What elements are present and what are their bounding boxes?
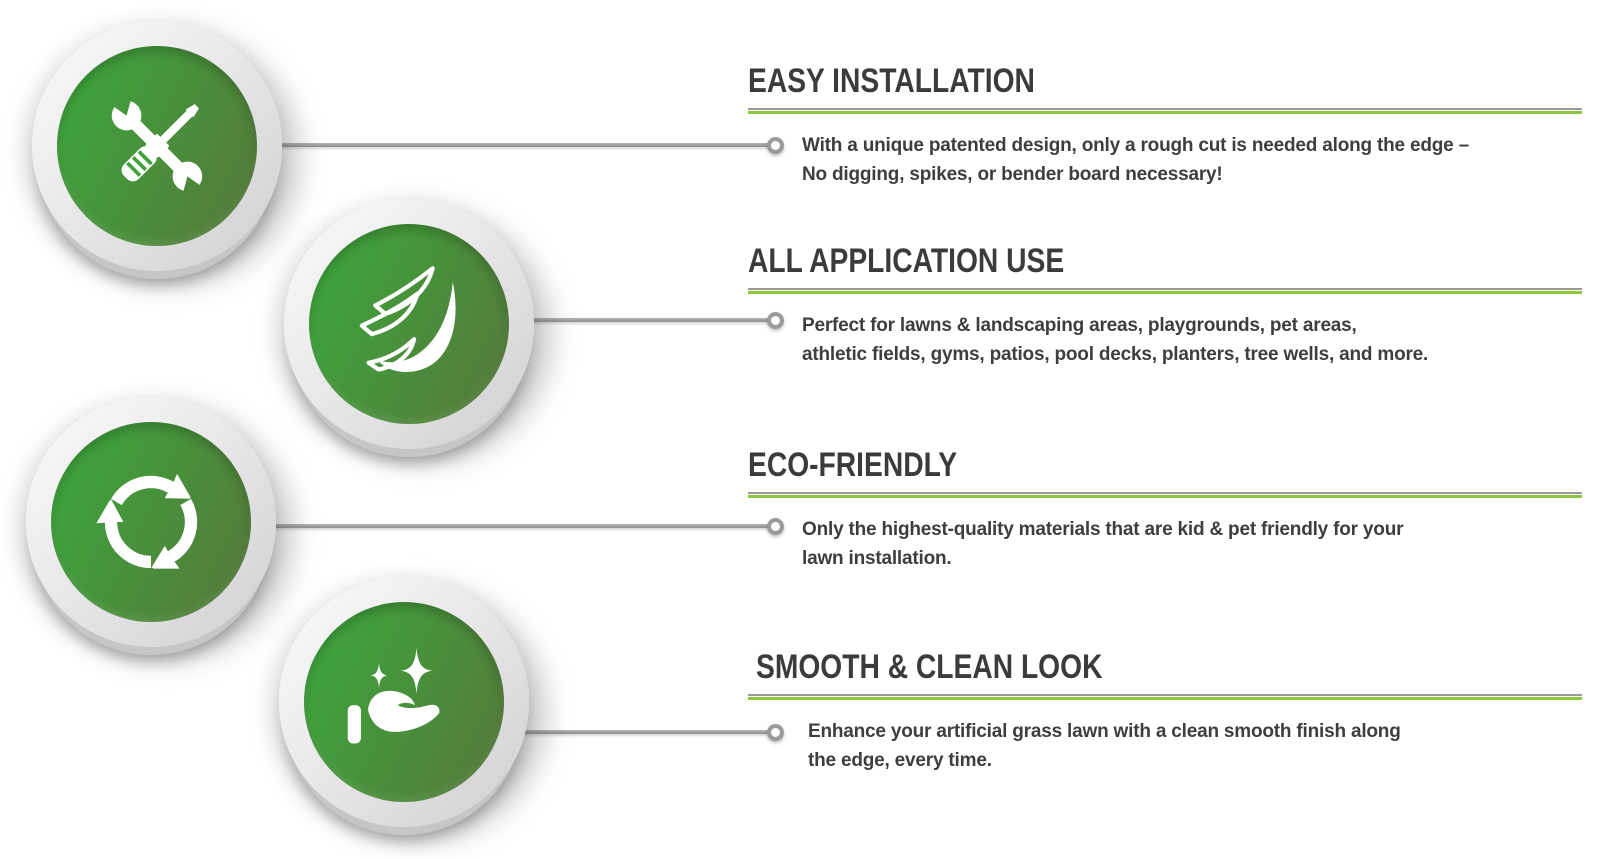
feature-section-easy-installation: EASY INSTALLATION With a unique patented… (748, 64, 1582, 189)
badge-disc (51, 422, 251, 622)
connector-line-easy-installation (260, 143, 772, 147)
divider-gray-line (748, 288, 1582, 290)
section-body: Enhance your artificial grass lawn with … (808, 717, 1582, 775)
feature-badge-smooth-clean (279, 577, 529, 827)
badge-disc (304, 602, 504, 802)
divider-gray-line (748, 108, 1582, 110)
badge-disc (57, 46, 257, 246)
feature-section-all-application: ALL APPLICATION USE Perfect for lawns & … (748, 244, 1582, 369)
connector-line-all-application (518, 318, 772, 322)
section-title: SMOOTH & CLEAN LOOK (756, 648, 1103, 686)
body-line-2: athletic fields, gyms, patios, pool deck… (802, 344, 1429, 365)
body-line-1: Enhance your artificial grass lawn with … (808, 721, 1401, 742)
feature-section-eco-friendly: ECO-FRIENDLY Only the highest-quality ma… (748, 448, 1582, 573)
connector-line-smooth-clean (510, 730, 772, 734)
section-title: EASY INSTALLATION (748, 62, 1035, 100)
section-divider (748, 108, 1582, 114)
recycle-icon (92, 463, 210, 581)
divider-green-line (748, 697, 1582, 700)
connector-dot-easy-installation (767, 137, 784, 154)
feature-badge-easy-installation (32, 21, 282, 271)
tools-icon (111, 101, 203, 191)
feature-badge-all-application (284, 199, 534, 449)
divider-green-line (748, 291, 1582, 294)
section-divider (748, 492, 1582, 498)
feature-section-smooth-clean: SMOOTH & CLEAN LOOK Enhance your artific… (748, 650, 1582, 775)
section-body: With a unique patented design, only a ro… (802, 131, 1582, 189)
section-title: ALL APPLICATION USE (748, 242, 1065, 280)
section-body: Perfect for lawns & landscaping areas, p… (802, 311, 1582, 369)
connector-dot-eco-friendly (767, 518, 784, 535)
divider-green-line (748, 495, 1582, 498)
feature-badge-eco-friendly (26, 397, 276, 647)
section-divider (748, 694, 1582, 700)
body-line-1: With a unique patented design, only a ro… (802, 135, 1469, 156)
hand-sparkle-icon (347, 647, 440, 744)
divider-green-line (748, 111, 1582, 114)
grass-icon (359, 266, 456, 373)
body-line-2: the edge, every time. (808, 750, 992, 771)
connector-dot-smooth-clean (767, 724, 784, 741)
section-divider (748, 288, 1582, 294)
divider-gray-line (748, 492, 1582, 494)
section-title: ECO-FRIENDLY (748, 446, 958, 484)
body-line-2: No digging, spikes, or bender board nece… (802, 164, 1223, 185)
connector-dot-all-application (767, 312, 784, 329)
badge-disc (309, 224, 509, 424)
body-line-1: Perfect for lawns & landscaping areas, p… (802, 315, 1357, 336)
body-line-1: Only the highest-quality materials that … (802, 519, 1404, 540)
body-line-2: lawn installation. (802, 548, 952, 569)
divider-gray-line (748, 694, 1582, 696)
section-body: Only the highest-quality materials that … (802, 515, 1582, 573)
connector-line-eco-friendly (258, 524, 772, 528)
